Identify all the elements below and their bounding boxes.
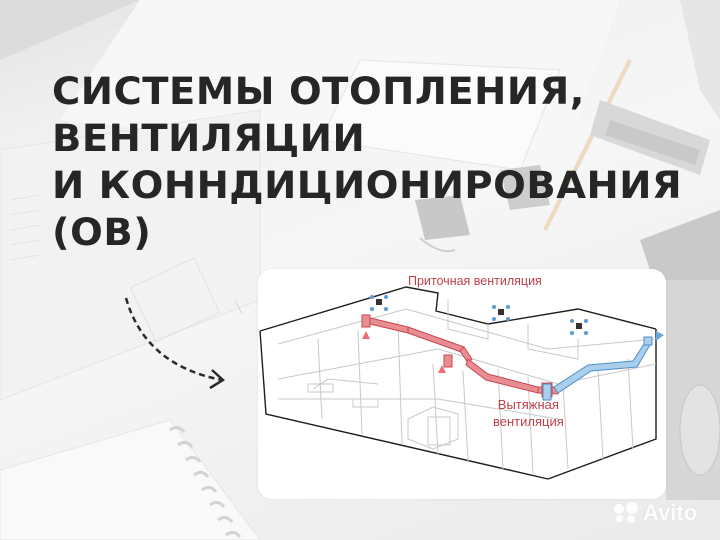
title-line-4: (ОВ) xyxy=(52,211,152,254)
page-title: СИСТЕМЫ ОТОПЛЕНИЯ, ВЕНТИЛЯЦИИ И КОННДИЦИ… xyxy=(52,68,682,256)
curved-dashed-arrow-icon xyxy=(124,297,226,390)
title-line-1: СИСТЕМЫ ОТОПЛЕНИЯ, xyxy=(52,70,585,113)
ventilation-diagram-card: Приточная вентиляция Вытяжная вентиляция xyxy=(258,269,666,499)
apartment-ventilation-diagram xyxy=(259,286,664,480)
exhaust-label-line-2: вентиляция xyxy=(493,414,564,429)
title-line-2: ВЕНТИЛЯЦИИ xyxy=(52,117,366,160)
avito-watermark: Avito xyxy=(614,500,697,526)
exhaust-ventilation-label: Вытяжная вентиляция xyxy=(493,396,564,430)
supply-ventilation-label: Приточная вентиляция xyxy=(408,274,542,288)
avito-logo-icon xyxy=(614,502,640,524)
avito-brand-text: Avito xyxy=(643,500,698,525)
title-line-3: И КОННДИЦИОНИРОВАНИЯ xyxy=(52,164,683,207)
ceiling-fan-icon xyxy=(370,295,588,335)
exhaust-label-line-1: Вытяжная xyxy=(497,397,559,412)
